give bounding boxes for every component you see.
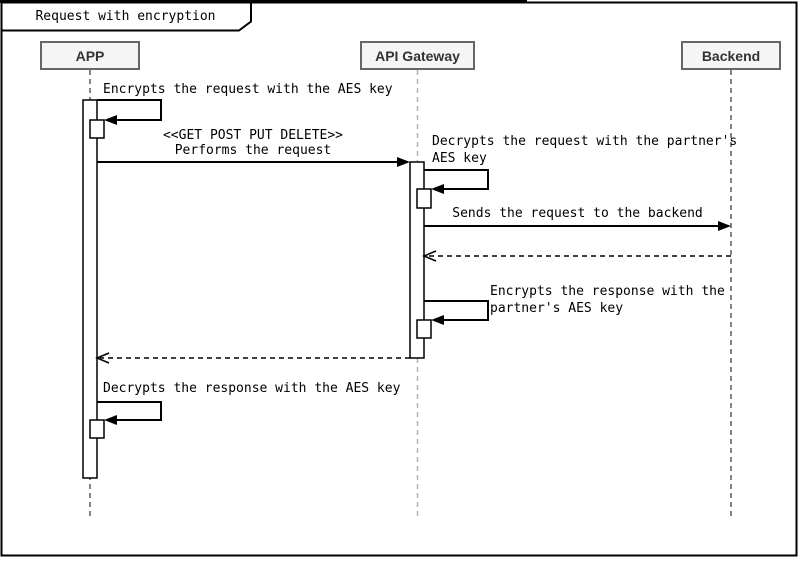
message-label-encrypt-response-line2: partner's AES key bbox=[490, 301, 624, 316]
message-label-decrypt-response: Decrypts the response with the AES key bbox=[103, 381, 401, 396]
open-arrowhead-gateway-to-app bbox=[95, 352, 110, 364]
self-message-app-decrypt-response bbox=[97, 401, 162, 421]
arrowhead-app-decrypt-response bbox=[104, 415, 117, 425]
participant-label-backend: Backend bbox=[701, 47, 761, 64]
message-label-decrypt-request-line2: AES key bbox=[432, 151, 487, 166]
activation-bar-app-nested-1 bbox=[89, 119, 105, 139]
arrowhead-gateway-decrypt-request bbox=[431, 184, 444, 194]
message-label-encrypt-response-line1: Encrypts the response with the bbox=[490, 284, 725, 299]
activation-bar-app bbox=[82, 99, 98, 479]
arrowhead-gateway-encrypt-response bbox=[431, 315, 444, 325]
title-tab bbox=[0, 1, 252, 32]
participant-box-gateway: API Gateway bbox=[360, 41, 475, 70]
activation-bar-gateway-nested-1 bbox=[416, 188, 432, 209]
participant-label-gateway: API Gateway bbox=[375, 47, 460, 64]
arrowhead-sends-request bbox=[718, 221, 731, 231]
participant-label-app: APP bbox=[75, 47, 105, 64]
message-label-sends-request: Sends the request to the backend bbox=[452, 206, 703, 221]
self-message-gateway-encrypt-response bbox=[424, 300, 489, 321]
activation-bar-app-nested-2 bbox=[89, 419, 105, 439]
arrowhead-performs-request bbox=[397, 157, 410, 167]
participant-box-app: APP bbox=[40, 41, 140, 70]
arrowhead-app-encrypt-request bbox=[104, 115, 117, 125]
message-label-performs-request-line2: Performs the request bbox=[174, 143, 332, 158]
message-label-decrypt-request-line1: Decrypts the request with the partner's bbox=[432, 134, 738, 149]
participant-box-backend: Backend bbox=[681, 41, 781, 70]
activation-bar-gateway bbox=[409, 161, 425, 359]
diagram-title: Request with encryption bbox=[35, 9, 216, 24]
message-label-encrypt-request: Encrypts the request with the AES key bbox=[103, 82, 393, 97]
self-message-gateway-decrypt-request bbox=[424, 169, 489, 190]
activation-bar-gateway-nested-2 bbox=[416, 319, 432, 339]
open-arrowhead-backend-to-gateway bbox=[422, 250, 437, 262]
message-label-performs-request-line1: <<GET POST PUT DELETE>> bbox=[162, 128, 343, 143]
self-message-app-encrypt-request bbox=[97, 99, 162, 121]
